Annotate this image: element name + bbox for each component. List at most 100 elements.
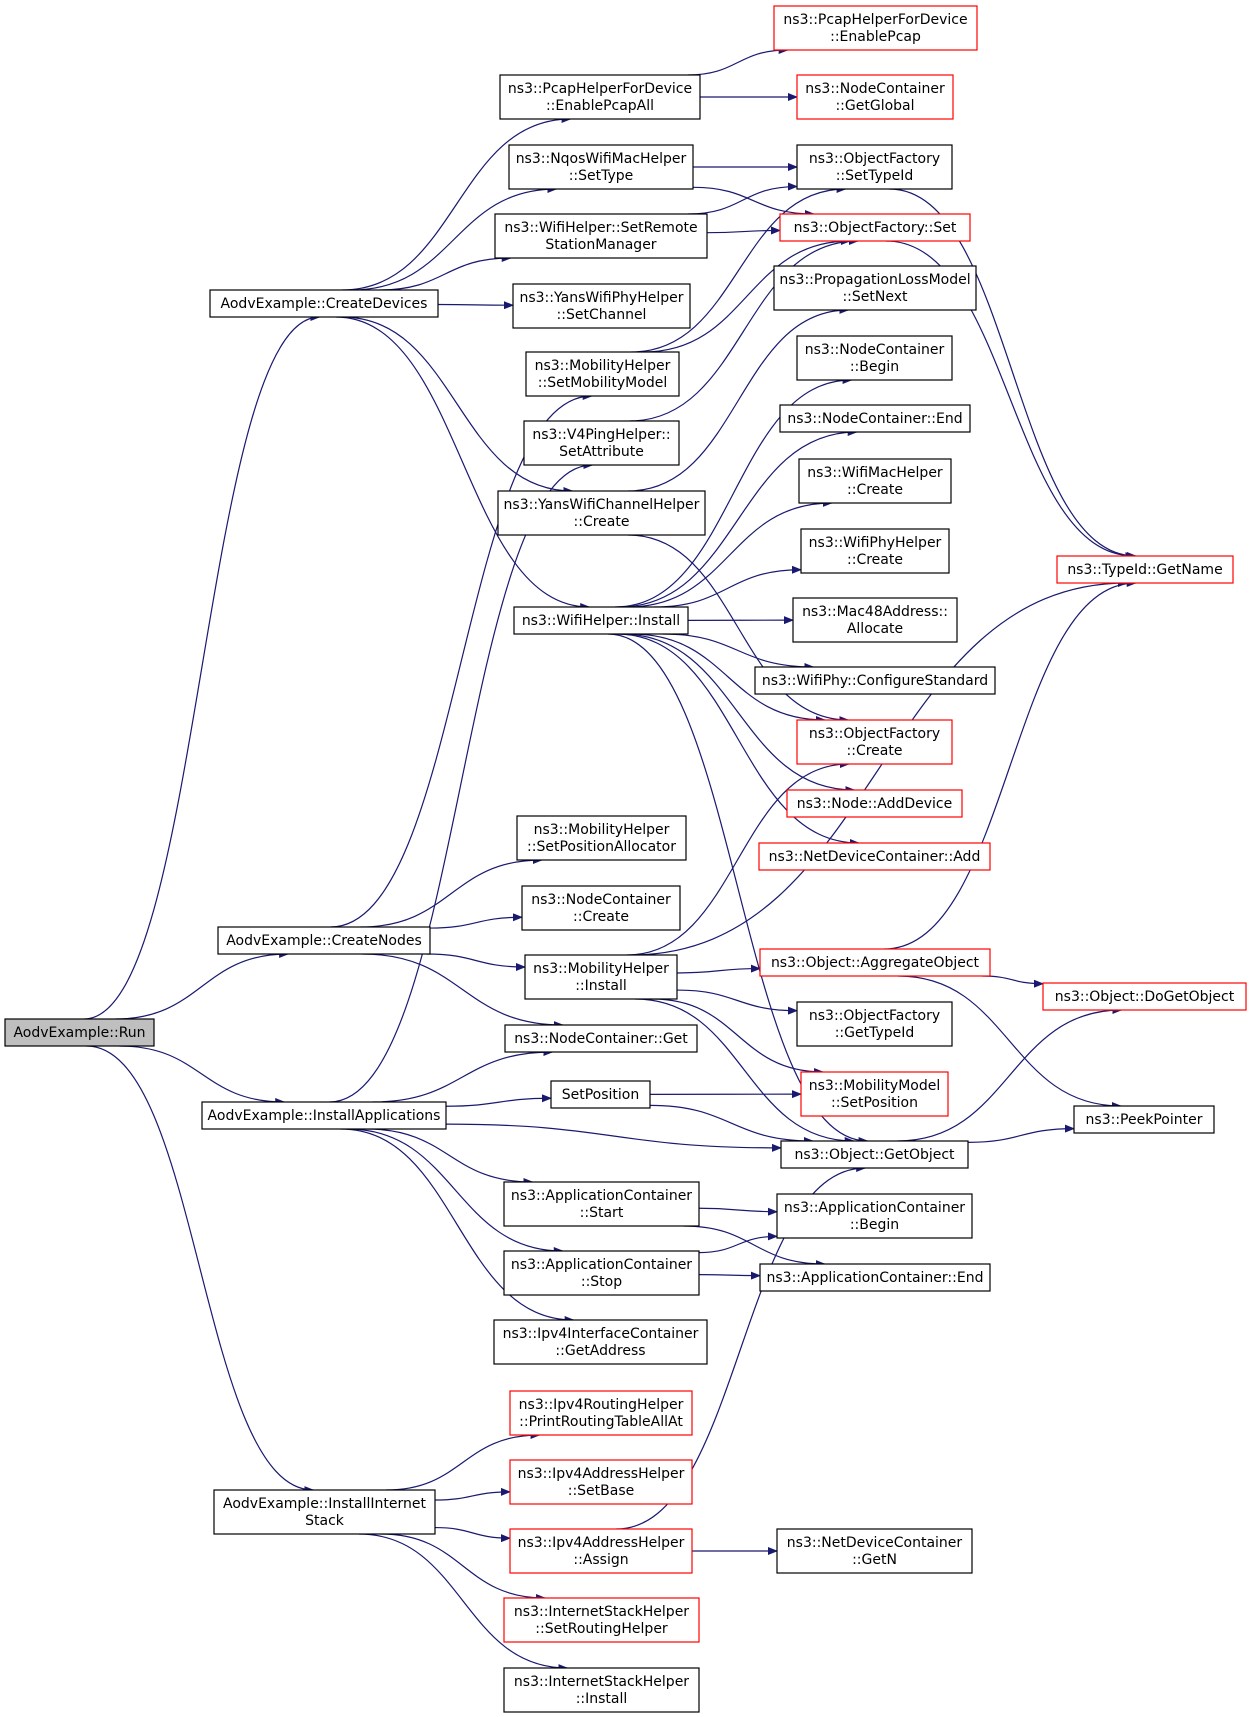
edge-installinternet-to-assign (434, 1526, 511, 1543)
node-ofset[interactable]: ns3::ObjectFactory::Set (779, 213, 971, 242)
node-enablepcap[interactable]: ns3::PcapHelperForDevice::EnablePcap (773, 5, 978, 51)
node-label: AodvExample::Run (13, 1025, 145, 1041)
node-ncend[interactable]: ns3::NodeContainer::End (779, 404, 971, 433)
node-acstart[interactable]: ns3::ApplicationContainer::Start (503, 1181, 700, 1227)
node-setposalloc[interactable]: ns3::MobilityHelper::SetPositionAllocato… (516, 815, 687, 861)
node-box (523, 420, 680, 466)
edge-mobinstall-to-aggregate (676, 964, 761, 974)
node-label: ::Create (847, 482, 903, 498)
node-nqos[interactable]: ns3::NqosWifiMacHelper::SetType (508, 144, 694, 190)
edge-wifiinstall-to-ofcreate (631, 633, 826, 724)
node-ofsettypeid[interactable]: ns3::ObjectFactory::SetTypeId (796, 144, 953, 190)
node-box (773, 5, 978, 51)
node-ishinstall[interactable]: ns3::InternetStackHelper::Install (503, 1667, 700, 1713)
node-wifimaccreate[interactable]: ns3::WifiMacHelper::Create (798, 458, 952, 504)
node-acbegin[interactable]: ns3::ApplicationContainer::Begin (776, 1193, 973, 1239)
node-pcapall[interactable]: ns3::PcapHelperForDevice::EnablePcapAll (499, 74, 701, 120)
node-label: ::Begin (850, 359, 899, 375)
node-box (508, 144, 694, 190)
edge-acstart-to-acend (683, 1225, 826, 1268)
node-installapps[interactable]: AodvExample::InstallApplications (201, 1101, 447, 1130)
node-ipv4ifaddr[interactable]: ns3::Ipv4InterfaceContainer::GetAddress (493, 1319, 708, 1365)
node-mmsetpos[interactable]: ns3::MobilityModel::SetPosition (800, 1071, 949, 1117)
node-box (776, 1193, 973, 1239)
node-adddevice[interactable]: ns3::Node::AddDevice (786, 789, 963, 818)
node-printrouting[interactable]: ns3::Ipv4RoutingHelper::PrintRoutingTabl… (509, 1390, 693, 1436)
node-getobject[interactable]: ns3::Object::GetObject (780, 1140, 969, 1169)
edge-pcapall-to-enablepcap (687, 46, 789, 76)
node-box (512, 283, 691, 329)
node-box (754, 666, 996, 695)
node-label: ::Create (573, 909, 629, 925)
edge-createdevices-to-yanschancreate (341, 316, 574, 495)
edge-setposition-to-getobject (649, 1104, 814, 1145)
node-ndcgetn[interactable]: ns3::NetDeviceContainer::GetN (776, 1528, 973, 1574)
edge-getobject-to-peekpointer (967, 1124, 1075, 1143)
node-ncget[interactable]: ns3::NodeContainer::Get (504, 1024, 698, 1053)
node-label: ns3::YansWifiPhyHelper (519, 290, 683, 306)
edge-run-to-createdevices (84, 313, 321, 1020)
edge-setmobmodel-to-ofsettypeid (631, 185, 847, 353)
node-typeidgetname[interactable]: ns3::TypeId::GetName (1056, 555, 1234, 584)
node-setmobmodel[interactable]: ns3::MobilityHelper::SetMobilityModel (525, 351, 680, 397)
edge-ofset-to-typeidgetname (885, 240, 1136, 560)
node-acend[interactable]: ns3::ApplicationContainer::End (759, 1263, 991, 1292)
node-box (494, 213, 708, 259)
node-label: ns3::NodeContainer (531, 892, 671, 908)
node-createnodes[interactable]: AodvExample::CreateNodes (217, 926, 431, 955)
node-mobinstall[interactable]: ns3::MobilityHelper::Install (524, 954, 678, 1000)
edge-installapps-to-ncget (372, 1048, 554, 1103)
node-label: ::SetMobilityModel (538, 375, 667, 391)
node-peekpointer[interactable]: ns3::PeekPointer (1073, 1105, 1215, 1134)
node-acstop[interactable]: ns3::ApplicationContainer::Stop (503, 1250, 700, 1296)
node-mac48[interactable]: ns3::Mac48Address::Allocate (792, 597, 958, 643)
node-box (524, 954, 678, 1000)
node-label: ns3::NodeContainer (805, 342, 945, 358)
edge-installapps-to-setposition (445, 1094, 552, 1107)
edge-installapps-to-acstart (366, 1128, 534, 1186)
node-box (759, 1263, 991, 1292)
edge-createnodes-to-ncget (362, 953, 564, 1029)
edge-getobject-to-dogetobject (897, 1006, 1123, 1142)
node-wifiinstall[interactable]: ns3::WifiHelper::Install (513, 606, 689, 635)
edge-createdevices-to-wifiinstall (335, 316, 591, 611)
node-yanschancreate[interactable]: ns3::YansWifiChannelHelper::Create (497, 490, 706, 536)
node-nccreate[interactable]: ns3::NodeContainer::Create (521, 885, 681, 931)
node-setbase[interactable]: ns3::Ipv4AddressHelper::SetBase (509, 1459, 693, 1505)
node-setposition[interactable]: SetPosition (550, 1080, 651, 1109)
node-box (4, 1018, 155, 1047)
node-label: ::SetRoutingHelper (535, 1621, 668, 1637)
node-label: ns3::Ipv4AddressHelper (518, 1535, 685, 1551)
node-box (513, 606, 689, 635)
edge-installapps-to-acstop (347, 1128, 564, 1255)
node-box (758, 842, 991, 871)
node-label: ns3::InternetStackHelper (514, 1604, 689, 1620)
node-ncglobal[interactable]: ns3::NodeContainer::GetGlobal (796, 74, 954, 120)
edge-wifiinstall-to-wifiphycreate (654, 565, 802, 608)
node-configstd[interactable]: ns3::WifiPhy::ConfigureStandard (754, 666, 996, 695)
node-plmsetnext[interactable]: ns3::PropagationLossModel::SetNext (773, 265, 977, 311)
node-label: ns3::ApplicationContainer::End (767, 1270, 984, 1286)
node-ofcreate[interactable]: ns3::ObjectFactory::Create (796, 719, 953, 765)
node-aggregate[interactable]: ns3::Object::AggregateObject (759, 948, 991, 977)
node-run[interactable]: AodvExample::Run (4, 1018, 155, 1047)
node-label: ns3::Ipv4InterfaceContainer (503, 1326, 699, 1342)
node-v4ping[interactable]: ns3::V4PingHelper::SetAttribute (523, 420, 680, 466)
node-box (776, 1528, 973, 1574)
edge-installinternet-to-printrouting (385, 1431, 541, 1491)
edge-acstop-to-acend (698, 1271, 761, 1280)
node-dogetobject[interactable]: ns3::Object::DoGetObject (1042, 982, 1247, 1011)
node-assign[interactable]: ns3::Ipv4AddressHelper::Assign (509, 1528, 693, 1574)
node-label: ns3::V4PingHelper:: (532, 427, 670, 443)
node-ofgettypeid[interactable]: ns3::ObjectFactory::GetTypeId (796, 1001, 953, 1047)
node-box (1056, 555, 1234, 584)
node-createdevices[interactable]: AodvExample::CreateDevices (209, 289, 439, 318)
node-setroutinghelper[interactable]: ns3::InternetStackHelper::SetRoutingHelp… (503, 1597, 700, 1643)
edge-setremote-to-ofsettypeid (688, 182, 798, 215)
node-ncbegin[interactable]: ns3::NodeContainer::Begin (796, 335, 953, 381)
node-yanssetchannel[interactable]: ns3::YansWifiPhyHelper::SetChannel (512, 283, 691, 329)
node-wifiphycreate[interactable]: ns3::WifiPhyHelper::Create (800, 528, 950, 574)
node-ndcadd[interactable]: ns3::NetDeviceContainer::Add (758, 842, 991, 871)
